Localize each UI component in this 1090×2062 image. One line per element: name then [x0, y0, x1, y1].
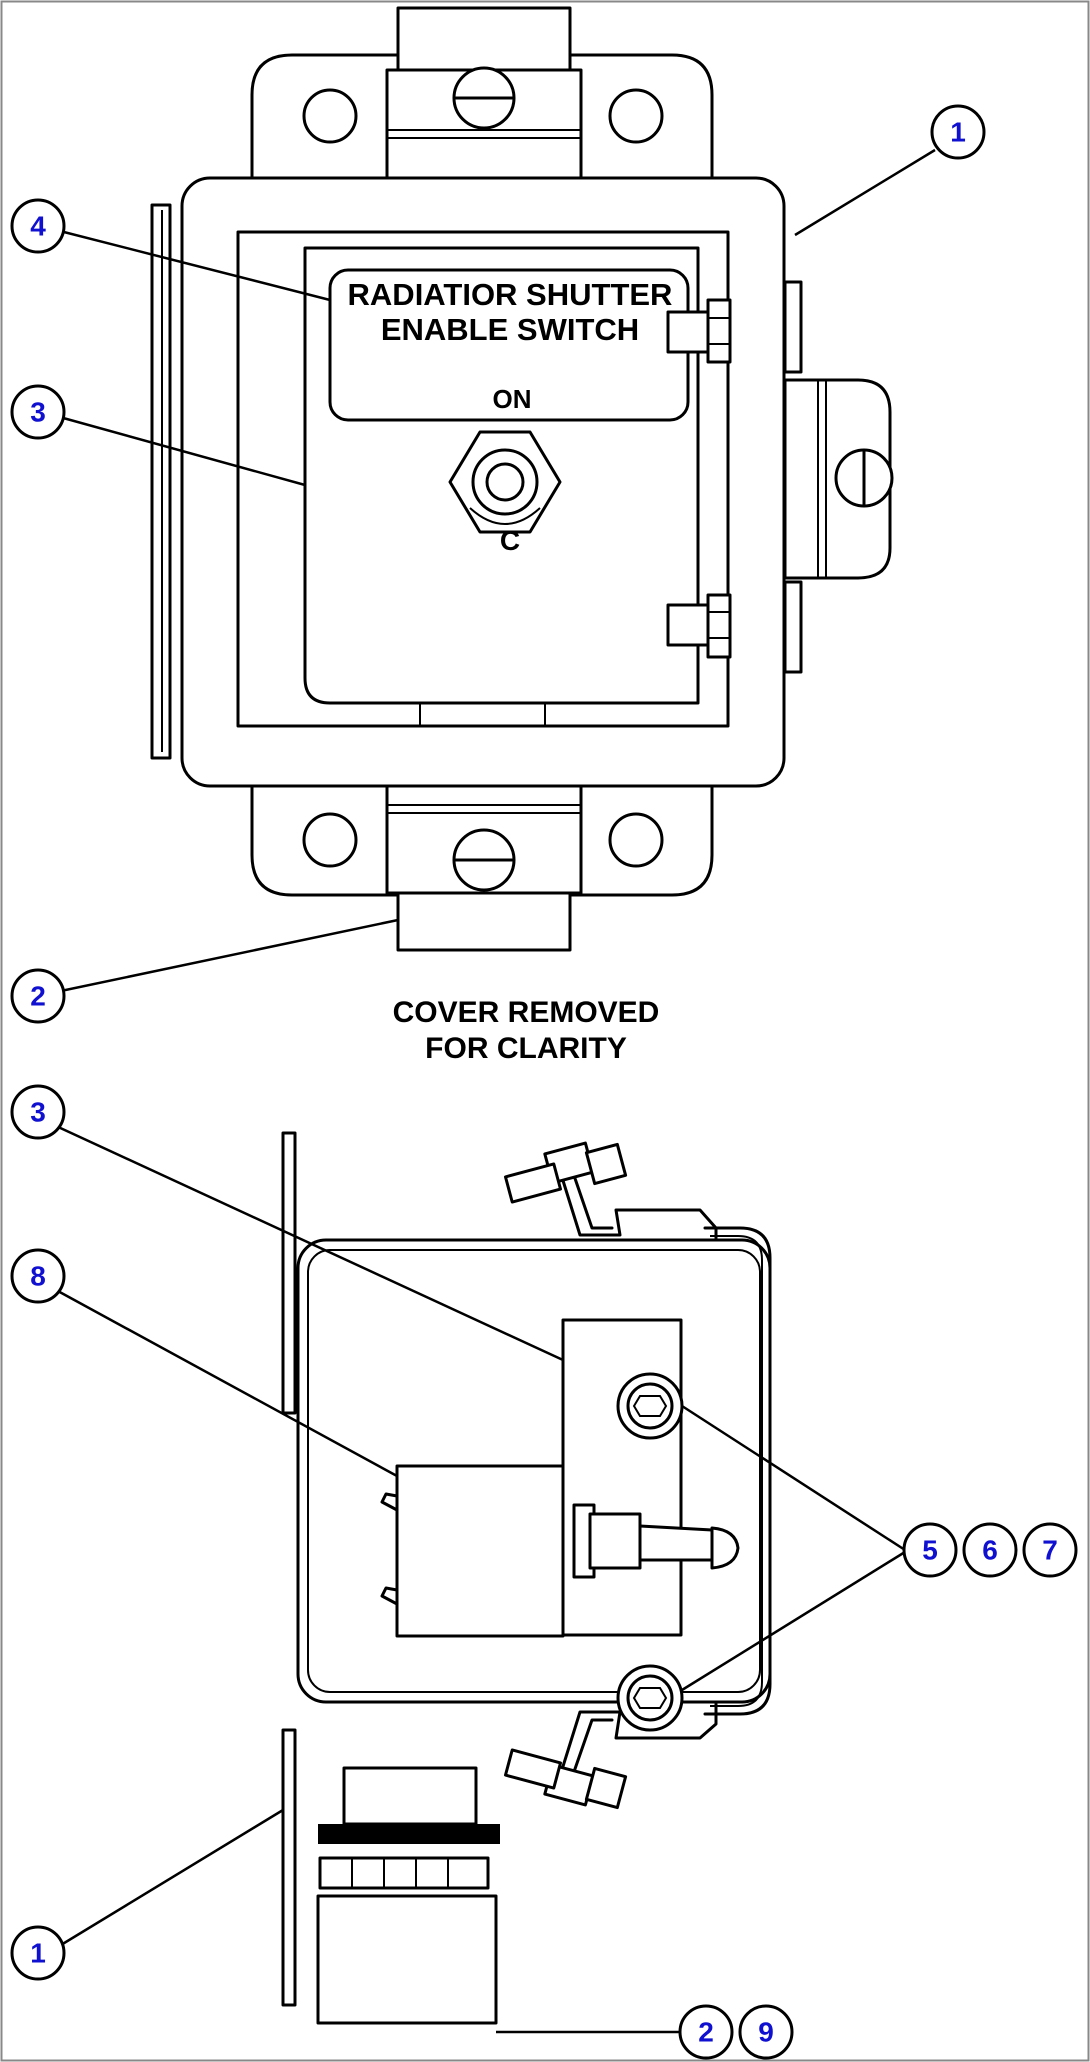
svg-text:8: 8 — [30, 1261, 46, 1292]
svg-text:5: 5 — [922, 1535, 938, 1566]
callout-3-bottom: 3 — [10, 1084, 66, 1140]
lower-plate-screw — [666, 593, 732, 659]
right-clamp — [783, 280, 894, 674]
upper-socket-screw — [616, 1372, 684, 1440]
lower-socket-screw — [616, 1664, 684, 1732]
leader-1-top — [794, 148, 936, 237]
toggle-switch-nut — [448, 430, 562, 534]
callout-7: 7 — [1022, 1522, 1078, 1578]
svg-text:7: 7 — [1042, 1535, 1058, 1566]
side-bottom-clamp — [503, 1702, 718, 1810]
leader-3-top — [55, 414, 306, 487]
callout-4: 4 — [10, 198, 66, 254]
svg-text:4: 4 — [30, 211, 46, 242]
side-flange-upper — [281, 1131, 297, 1415]
switch-label-line2: ENABLE SWITCH — [381, 312, 639, 347]
svg-text:1: 1 — [30, 1938, 46, 1969]
callout-5: 5 — [902, 1522, 958, 1578]
view-caption-line1: COVER REMOVED — [393, 996, 660, 1029]
upper-plate-screw — [666, 298, 732, 364]
callout-2-bottom: 2 — [678, 2004, 734, 2060]
callout-3-top: 3 — [10, 384, 66, 440]
top-view: RADIATIOR SHUTTER ENABLE SWITCH ON C — [10, 6, 986, 1024]
leader-3-bottom — [55, 1124, 564, 1362]
svg-text:3: 3 — [30, 1097, 46, 1128]
leader-5-upper — [681, 1404, 906, 1552]
svg-text:2: 2 — [30, 981, 46, 1012]
bottom-mounting-bracket — [250, 783, 714, 952]
side-mounting-plate — [561, 1318, 683, 1637]
svg-text:9: 9 — [758, 2017, 774, 2048]
side-flange-lower — [281, 1728, 297, 2007]
callout-1-top: 1 — [930, 104, 986, 160]
on-position-label: ON — [493, 384, 532, 414]
leader-5-lower — [681, 1550, 906, 1692]
side-top-clamp — [503, 1141, 718, 1240]
toggle-switch-body — [380, 1464, 740, 1638]
svg-text:1: 1 — [950, 117, 966, 148]
leader-4 — [55, 228, 331, 302]
svg-text:3: 3 — [30, 397, 46, 428]
callout-6: 6 — [962, 1522, 1018, 1578]
leader-8 — [55, 1288, 398, 1478]
callout-8: 8 — [10, 1248, 66, 1304]
svg-text:6: 6 — [982, 1535, 998, 1566]
callout-9: 9 — [738, 2004, 794, 2060]
top-mounting-bracket — [250, 6, 714, 180]
callout-1-bottom: 1 — [10, 1925, 66, 1981]
switch-label-line1: RADIATIOR SHUTTER — [348, 277, 673, 312]
leader-2-top — [55, 918, 399, 994]
view-caption-line2: FOR CLARITY — [425, 1032, 627, 1065]
side-enclosure-inner — [307, 1249, 761, 1693]
side-view: 3 8 5 6 7 1 2 9 — [10, 1084, 1078, 2060]
callout-2-top: 2 — [10, 968, 66, 1024]
leader-1-bottom — [55, 1808, 284, 1950]
svg-text:2: 2 — [698, 2017, 714, 2048]
cable-connector — [316, 1766, 500, 2025]
